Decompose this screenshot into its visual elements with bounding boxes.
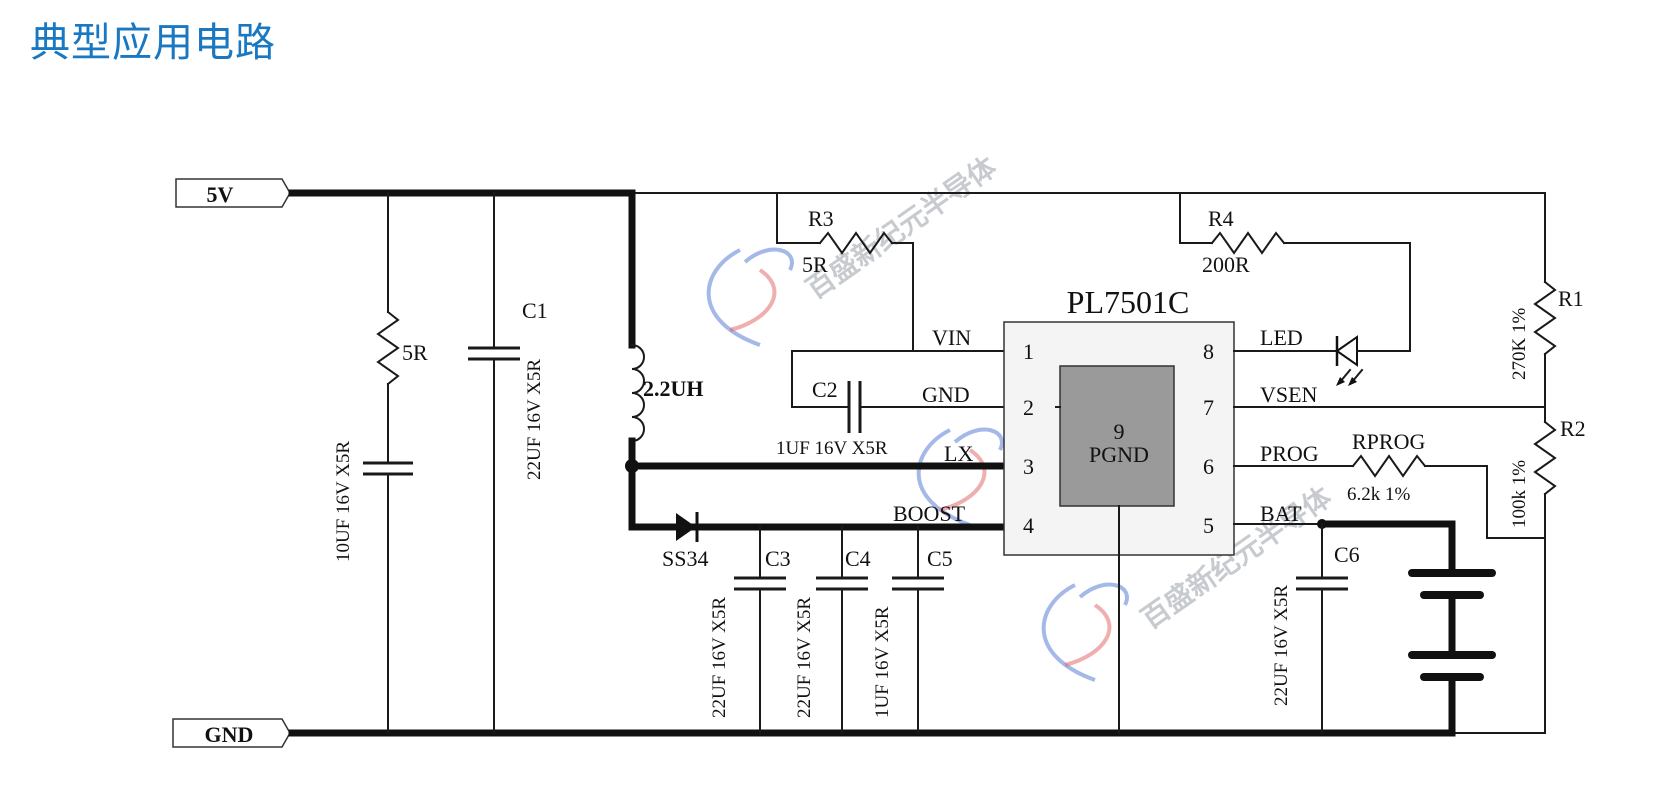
capacitor-c4: C4 22UF 16V X5R <box>794 526 871 734</box>
capacitor-c2: C2 1UF 16V X5R <box>776 350 1057 459</box>
r1-ref: R1 <box>1558 286 1584 311</box>
pin-5-number: 5 <box>1203 513 1214 538</box>
pin-2-name: GND <box>922 382 970 407</box>
c4-value: 22UF 16V X5R <box>794 597 815 718</box>
r3-value: 5R <box>802 252 828 277</box>
c2-value: 1UF 16V X5R <box>776 438 888 459</box>
r3-ref: R3 <box>808 206 834 231</box>
port-gnd-label: GND <box>205 722 254 747</box>
resistor-r1: R1 270K 1% <box>1509 192 1584 408</box>
resistor-rprog: RPROG 6.2k 1% <box>1347 429 1546 539</box>
resistor-r3: R3 5R <box>776 192 914 352</box>
rprog-value: 6.2k 1% <box>1347 484 1411 505</box>
ss34-label: SS34 <box>662 546 708 571</box>
pin-6-name: PROG <box>1260 441 1319 466</box>
c4-ref: C4 <box>845 546 871 571</box>
pin-6-number: 6 <box>1203 454 1214 479</box>
input-rc-branch: 5R 10UF 16V X5R <box>333 192 428 734</box>
c3-ref: C3 <box>765 546 791 571</box>
led-indicator <box>1335 335 1364 386</box>
port-gnd: GND <box>172 718 291 748</box>
pin-1-number: 1 <box>1023 339 1034 364</box>
pin-7-name: VSEN <box>1260 382 1318 407</box>
c6-value: 22UF 16V X5R <box>1271 585 1292 706</box>
capacitor-c5: C5 1UF 16V X5R <box>872 526 953 734</box>
resistor-r2: R2 100k 1% <box>1509 406 1586 734</box>
pin-1-name: VIN <box>932 325 971 350</box>
c1-value: 22UF 16V X5R <box>524 359 545 480</box>
c-input-value: 10UF 16V X5R <box>333 441 354 562</box>
capacitor-c3: C3 22UF 16V X5R <box>709 526 791 734</box>
battery <box>1408 520 1496 737</box>
pin-5-name: BAT <box>1260 501 1302 526</box>
diode-ss34: SS34 <box>662 512 708 571</box>
r4-value: 200R <box>1202 252 1250 277</box>
pin-3-number: 3 <box>1023 454 1034 479</box>
pin-4-number: 4 <box>1023 513 1034 538</box>
capacitor-c1: C1 22UF 16V X5R <box>468 192 548 734</box>
resistor-r4: R4 200R <box>1179 192 1411 352</box>
watermark-1: 百盛新纪元半导体 <box>706 150 1003 347</box>
pin-8-name: LED <box>1260 325 1303 350</box>
r1-value: 270K 1% <box>1509 308 1530 380</box>
pin-7-number: 7 <box>1203 395 1214 420</box>
chip-name: PL7501C <box>1067 284 1190 320</box>
pin-2-number: 2 <box>1023 395 1034 420</box>
c3-value: 22UF 16V X5R <box>709 597 730 718</box>
capacitor-c6: C6 22UF 16V X5R <box>1271 523 1360 734</box>
r2-value: 100k 1% <box>1509 460 1530 528</box>
c1-ref: C1 <box>522 298 548 323</box>
page-title: 典型应用电路 <box>30 20 276 66</box>
port-5v: 5V <box>175 178 291 208</box>
c5-value: 1UF 16V X5R <box>872 606 893 718</box>
c5-ref: C5 <box>927 546 953 571</box>
port-5v-label: 5V <box>207 182 234 207</box>
pin-9-number: 9 <box>1114 419 1125 444</box>
r4-ref: R4 <box>1208 206 1234 231</box>
pin-3-name: LX <box>944 441 973 466</box>
pin-8-number: 8 <box>1203 339 1214 364</box>
pin-4-name: BOOST <box>893 501 966 526</box>
l1-value: 2.2UH <box>643 376 704 401</box>
inductor-l1: 2.2UH <box>625 189 704 531</box>
pin-9-name: PGND <box>1089 442 1149 467</box>
r-input-value: 5R <box>402 340 428 365</box>
rprog-ref: RPROG <box>1352 429 1425 454</box>
c6-ref: C6 <box>1334 542 1360 567</box>
r2-ref: R2 <box>1560 416 1586 441</box>
c2-ref: C2 <box>812 377 838 402</box>
